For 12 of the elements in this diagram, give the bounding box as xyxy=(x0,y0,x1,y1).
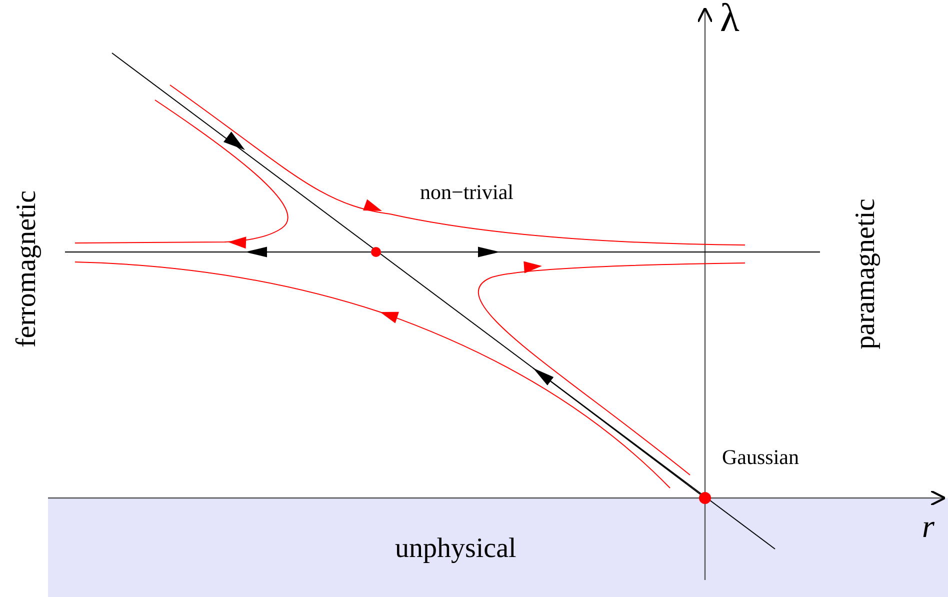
fixed-point-label: Gaussian xyxy=(722,447,799,468)
fixed-point xyxy=(699,492,711,504)
fixed-point-label: non−trivial xyxy=(420,182,514,203)
flow-line xyxy=(380,246,500,258)
region-label: unphysical xyxy=(395,535,516,563)
flow-line xyxy=(244,246,372,258)
flow-line xyxy=(532,368,701,495)
axis-label: r xyxy=(922,510,934,542)
region-label: paramagnetic xyxy=(852,198,880,352)
fixed-point xyxy=(371,247,381,257)
region-label: ferromagnetic xyxy=(13,189,41,350)
axis-label: λ xyxy=(720,0,740,38)
